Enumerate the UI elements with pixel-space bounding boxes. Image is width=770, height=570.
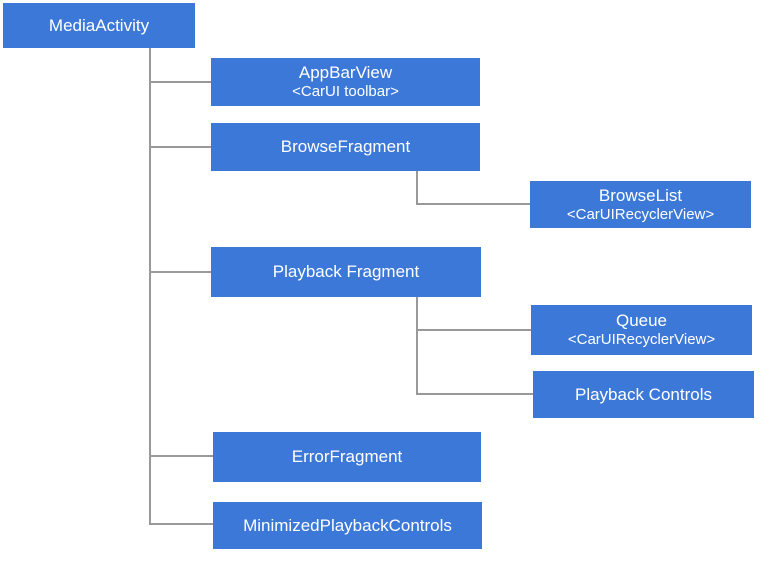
node-label: BrowseList — [598, 185, 683, 205]
node-label: BrowseFragment — [280, 137, 411, 157]
node-app-bar-view: AppBarView <CarUI toolbar> — [211, 58, 480, 106]
node-label: Playback Controls — [574, 384, 712, 404]
connector-branch-browse-list — [416, 203, 530, 205]
connector-trunk-media-activity — [149, 48, 151, 525]
connector-branch-app-bar-view — [149, 81, 211, 83]
node-label: AppBarView — [298, 63, 393, 82]
connector-branch-minimized-playback-controls — [149, 523, 213, 525]
connector-branch-error-fragment — [149, 455, 213, 457]
node-sublabel: <CarUI toolbar> — [292, 83, 399, 101]
connector-branch-browse-fragment — [149, 146, 211, 148]
node-label: MinimizedPlaybackControls — [243, 515, 452, 535]
node-browse-fragment: BrowseFragment — [211, 123, 480, 171]
connector-trunk-playback-fragment — [416, 297, 418, 395]
connector-branch-playback-controls — [416, 393, 533, 395]
node-media-activity: MediaActivity — [3, 3, 195, 48]
node-label: Playback Fragment — [272, 262, 420, 282]
node-browse-list: BrowseList <CarUIRecyclerView> — [530, 181, 751, 228]
node-minimized-playback-controls: MinimizedPlaybackControls — [213, 502, 482, 549]
node-sublabel: <CarUIRecyclerView> — [566, 205, 715, 223]
node-playback-fragment: Playback Fragment — [211, 247, 481, 297]
node-playback-controls: Playback Controls — [533, 371, 754, 418]
connector-trunk-browse-fragment — [416, 171, 418, 205]
node-label: ErrorFragment — [291, 447, 403, 467]
node-sublabel: <CarUIRecyclerView> — [567, 331, 716, 349]
node-label: MediaActivity — [48, 15, 150, 35]
node-error-fragment: ErrorFragment — [213, 432, 481, 482]
connector-branch-queue — [416, 329, 531, 331]
node-label: Queue — [615, 311, 668, 330]
connector-branch-playback-fragment — [149, 271, 211, 273]
node-queue: Queue <CarUIRecyclerView> — [531, 305, 752, 355]
